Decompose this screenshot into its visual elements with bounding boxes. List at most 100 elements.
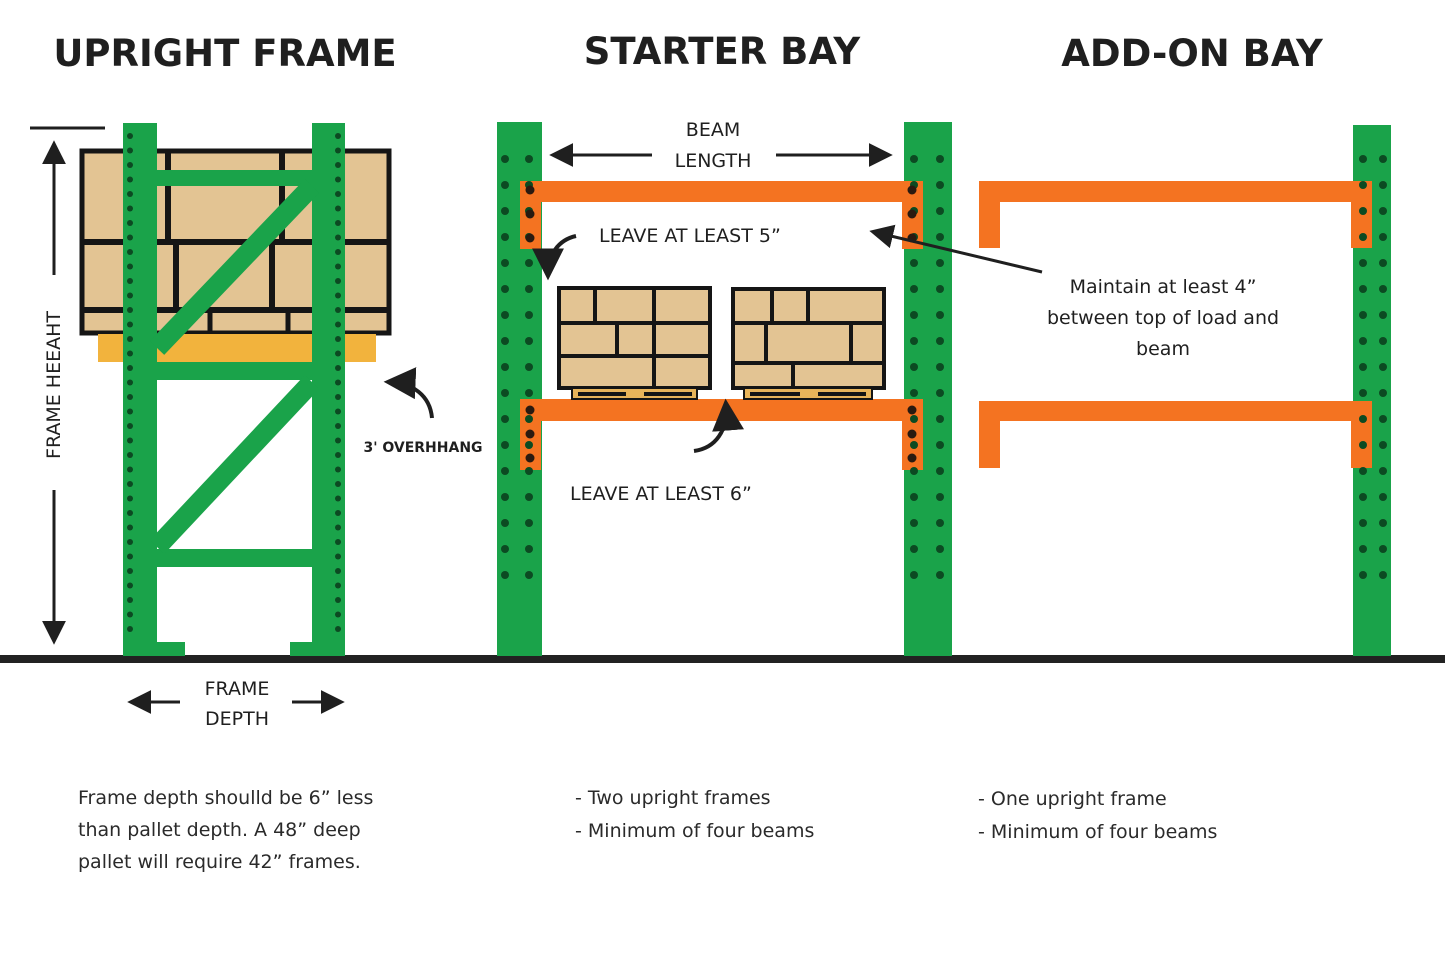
post-hole [127,133,133,139]
upright-desc-line-2: than pallet depth. A 48” deep [78,819,361,841]
post-hole [1359,311,1367,319]
post-hole [1379,363,1387,371]
post-hole [1379,311,1387,319]
upright-desc-line-3: pallet will require 42” frames. [78,851,361,873]
upright-frame-illustration [79,123,392,656]
post-hole [1379,337,1387,345]
post-hole [127,220,133,226]
post-hole [127,423,133,429]
post-hole [127,162,133,168]
post-hole [525,363,533,371]
post-hole [936,337,944,345]
post-hole [335,263,341,270]
starter-bay-illustration [497,122,1366,656]
post-hole [335,234,341,241]
title-add-on-bay: ADD-ON BAY [1061,32,1324,75]
post-hole [335,568,341,574]
post-hole [501,155,509,163]
addon-beam-top [979,181,1372,248]
post-hole [335,176,341,183]
post-hole [335,292,341,299]
post-hole [1359,155,1367,163]
post-hole [127,582,133,589]
post-hole [525,571,533,579]
post-hole [127,510,133,516]
post-hole [1359,233,1367,241]
post-hole [1359,545,1367,553]
add-on-bay-description: - One upright frame - Minimum of four be… [978,788,1217,843]
post-hole [1359,571,1367,579]
post-hole [335,133,341,139]
upright-post-holes [127,133,341,632]
post-hole [525,441,533,449]
label-frame-height: FRAME HEEAHT [43,311,65,459]
post-hole [501,389,509,397]
maintain-4-callout: Maintain at least 4” between top of load… [869,224,1279,360]
beam-length-dimension: BEAM LENGTH [549,119,893,172]
post-hole [127,394,133,400]
post-hole [127,553,133,560]
post-hole [501,571,509,579]
starter-desc-line-2: - Minimum of four beams [575,820,814,842]
post-hole [1379,259,1387,267]
post-hole [335,553,341,560]
post-hole [335,336,341,342]
post-hole [335,278,341,284]
post-hole [1379,545,1387,553]
post-hole [910,493,918,501]
beam-bolt [525,429,535,439]
post-hole [335,147,341,154]
starter-beam-top [520,181,923,249]
addon-desc-line-1: - One upright frame [978,788,1167,810]
post-hole [501,519,509,527]
post-hole [335,307,341,313]
post-hole [936,389,944,397]
post-hole [335,626,341,632]
beam-bolt [525,233,535,243]
post-hole [335,582,341,589]
post-hole [127,278,133,284]
post-hole [127,539,133,545]
post-hole [127,481,133,487]
post-hole [501,337,509,345]
post-hole [501,181,509,189]
post-hole [1379,181,1387,189]
post-hole [1379,285,1387,293]
post-hole [1379,467,1387,475]
post-hole [1359,181,1367,189]
post-hole [936,545,944,553]
post-hole [335,597,341,603]
label-beam-length-2: LENGTH [675,150,752,172]
beam-bolt [525,185,535,195]
post-hole [525,519,533,527]
post-hole [910,545,918,553]
post-hole [501,545,509,553]
post-hole [127,191,133,197]
label-maintain-2: between top of load and [1047,307,1279,329]
post-hole [335,249,341,255]
add-on-bay-illustration [979,125,1391,656]
leave-5-callout: LEAVE AT LEAST 5” [532,225,781,281]
starter-bay-description: - Two upright frames - Minimum of four b… [575,787,814,842]
addon-post-holes [1359,155,1387,579]
post-hole [1379,207,1387,215]
post-hole [936,233,944,241]
post-hole [936,415,944,423]
post-hole [127,205,133,212]
post-hole [1359,441,1367,449]
post-hole [127,336,133,342]
post-hole [127,437,133,444]
post-hole [1379,493,1387,501]
post-hole [1359,207,1367,215]
post-hole [1379,519,1387,527]
post-hole [910,337,918,345]
post-hole [525,389,533,397]
post-hole [910,571,918,579]
post-hole [335,524,341,531]
post-hole [910,467,918,475]
starter-desc-line-1: - Two upright frames [575,787,771,809]
post-hole [127,234,133,241]
post-hole [501,441,509,449]
post-hole [127,408,133,415]
post-hole [335,365,341,371]
